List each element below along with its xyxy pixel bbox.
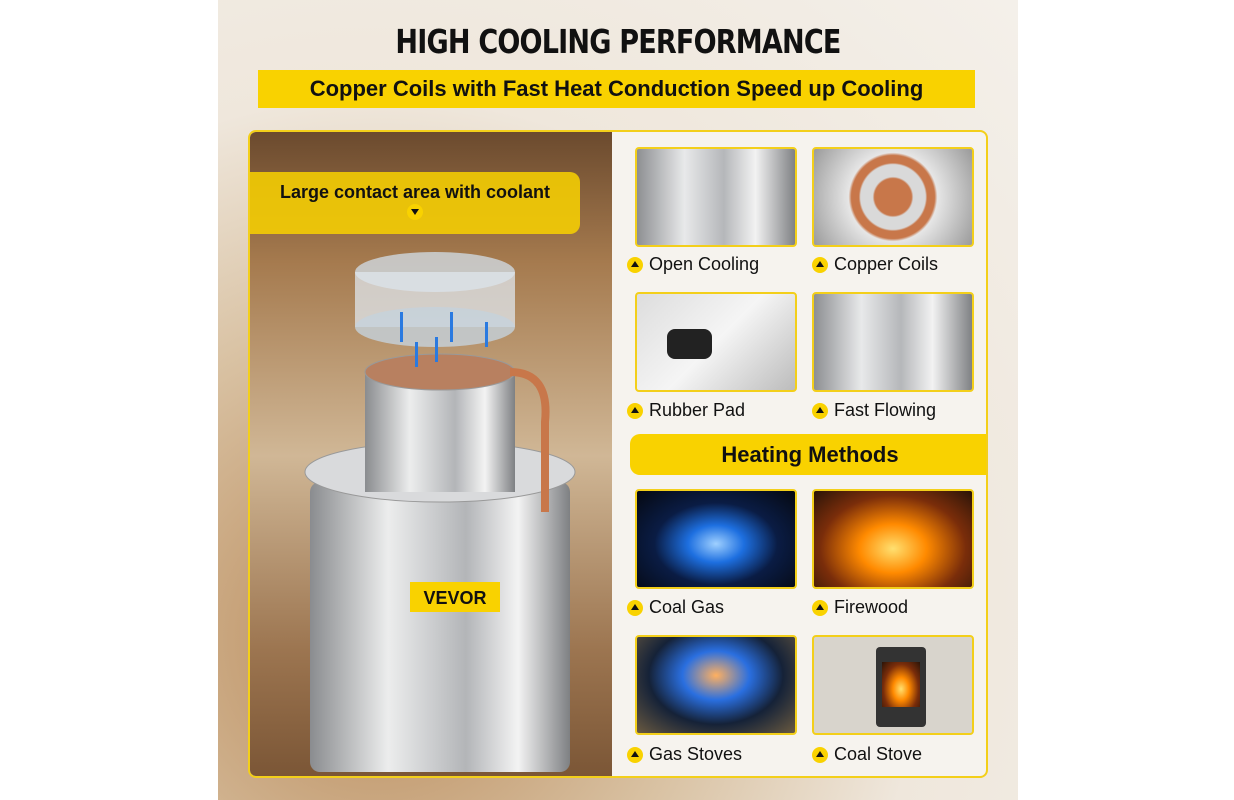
callout-tag: Large contact area with coolant bbox=[250, 172, 580, 234]
feature-label: Rubber Pad bbox=[627, 400, 745, 421]
thumb-fast-flowing bbox=[812, 292, 974, 392]
label-text: Gas Stoves bbox=[649, 744, 743, 764]
callout-text: Large contact area with coolant bbox=[279, 182, 551, 202]
label-text: Rubber Pad bbox=[649, 400, 746, 420]
arrow-up-icon bbox=[812, 402, 828, 419]
page-title: HIGH COOLING PERFORMANCE bbox=[395, 22, 841, 61]
thumb-coal-stove bbox=[812, 635, 974, 735]
heating-label: Coal Gas bbox=[627, 597, 724, 618]
thumb-coal-gas bbox=[635, 489, 797, 589]
arrow-up-icon bbox=[627, 599, 643, 616]
thumb-gas-stoves bbox=[635, 635, 797, 735]
feature-label: Open Cooling bbox=[627, 254, 759, 275]
thumb-copper-coils bbox=[812, 147, 974, 247]
arrow-up-icon bbox=[627, 746, 643, 763]
subtitle-banner: Copper Coils with Fast Heat Conduction S… bbox=[258, 70, 975, 108]
heating-label: Firewood bbox=[812, 597, 908, 618]
arrow-up-icon bbox=[627, 402, 643, 419]
heating-label: Gas Stoves bbox=[627, 744, 742, 765]
feature-label: Copper Coils bbox=[812, 254, 938, 275]
thumb-firewood bbox=[812, 489, 974, 589]
thumb-open-cooling bbox=[635, 147, 797, 247]
feature-label: Fast Flowing bbox=[812, 400, 936, 421]
label-text: Coal Stove bbox=[834, 744, 923, 764]
arrow-up-icon bbox=[812, 599, 828, 616]
heating-methods-heading: Heating Methods bbox=[630, 434, 986, 475]
product-infographic: HIGH COOLING PERFORMANCE Copper Coils wi… bbox=[218, 0, 1018, 800]
label-text: Copper Coils bbox=[834, 254, 939, 274]
label-text: Fast Flowing bbox=[834, 400, 937, 420]
arrow-up-icon bbox=[627, 256, 643, 273]
label-text: Open Cooling bbox=[649, 254, 760, 274]
arrow-down-icon bbox=[407, 203, 423, 220]
arrow-up-icon bbox=[812, 746, 828, 763]
distiller-illustration: VEVOR bbox=[304, 252, 576, 772]
label-text: Coal Gas bbox=[649, 597, 725, 617]
arrow-up-icon bbox=[812, 256, 828, 273]
feature-panel: VEVOR Large contact area with coolant Op… bbox=[248, 130, 988, 778]
brand-logo: VEVOR bbox=[423, 588, 486, 608]
label-text: Firewood bbox=[834, 597, 909, 617]
thumb-rubber-pad bbox=[635, 292, 797, 392]
heating-label: Coal Stove bbox=[812, 744, 922, 765]
product-photo: VEVOR bbox=[250, 132, 612, 776]
